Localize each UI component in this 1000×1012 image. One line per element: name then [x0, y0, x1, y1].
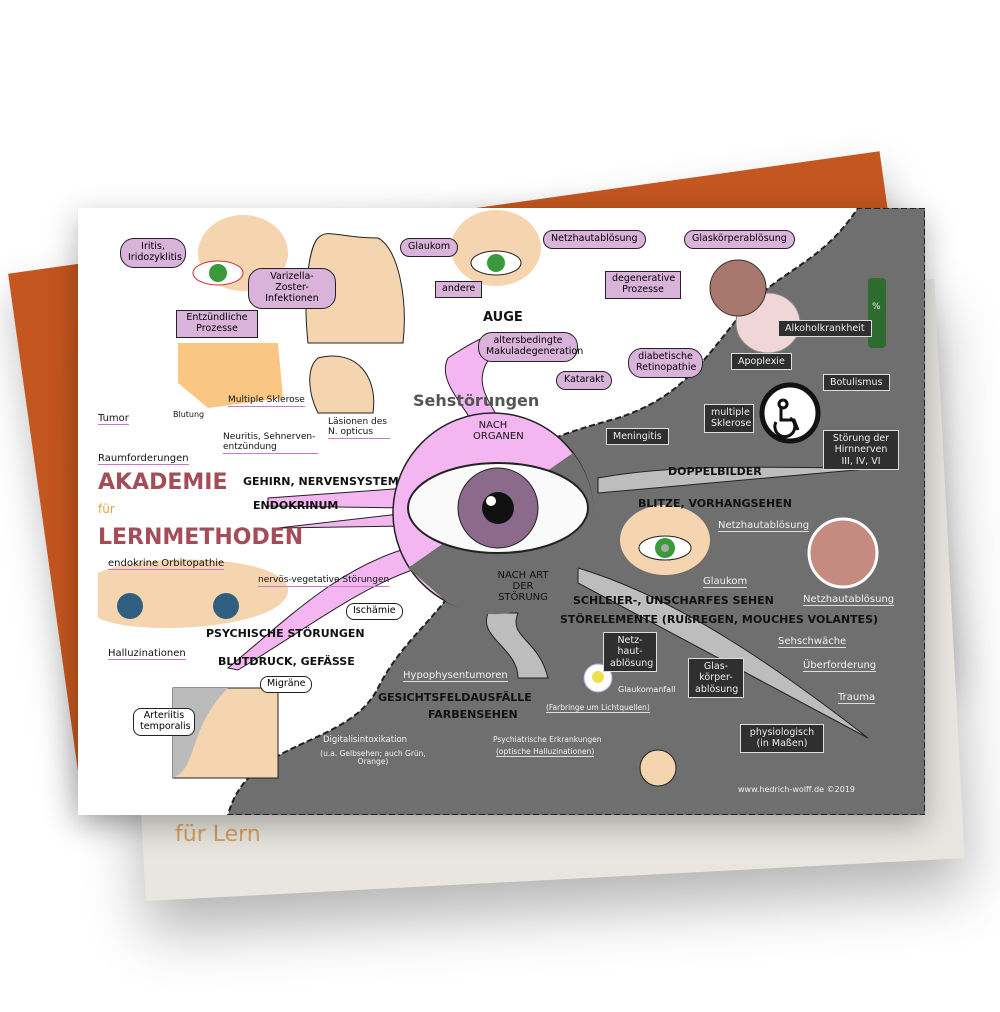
label-farbringe: (Farbringe um Lichtquellen) [546, 703, 650, 714]
label-sehschwaeche: Sehschwäche [778, 636, 847, 648]
label-arteriitis: Arteriitis temporalis [133, 708, 195, 736]
branch-psyche [226, 547, 419, 671]
branch-label-auge: AUGE [483, 310, 523, 325]
branch-label-psyche: PSYCHISCHE STÖRUNGEN [206, 627, 365, 640]
mascot-icon [178, 343, 283, 408]
label-ueberforderung: Überforderung [803, 660, 877, 672]
eyeball-cross-section-icon [807, 517, 879, 589]
label-apoplexie: Apoplexie [731, 353, 792, 371]
label-physiologisch: physiologisch (in Maßen) [740, 724, 824, 753]
dizzy-face-icon [639, 749, 677, 787]
label-degenerative: degenerative Prozesse [605, 271, 681, 299]
label-netzhaut-schleier: Netzhautablösung [803, 594, 895, 606]
label-netzhaut-blitze: Netzhautablösung [718, 520, 810, 532]
branch-label-blut: BLUTDRUCK, GEFÄSSE [218, 655, 355, 668]
label-trauma: Trauma [838, 692, 876, 704]
label-optische: (optische Halluzinationen) [496, 747, 595, 758]
label-botulismus: Botulismus [823, 374, 890, 392]
branch-gesicht [485, 612, 549, 679]
label-hirnnerven: Störung der Hirnnerven III, IV, VI [823, 430, 899, 471]
label-halluzinationen: Halluzinationen [108, 648, 186, 660]
branch-label-farben: FARBENSEHEN [428, 708, 518, 721]
branch-label-blitze: BLITZE, VORHANGSEHEN [638, 497, 792, 510]
label-glaukom-schleier: Glaukom [703, 576, 748, 588]
label-glaskoerper: Glaskörperablösung [684, 230, 795, 249]
label-digitalis: Digitalisintoxikation [323, 735, 408, 745]
label-nervoes: nervös-vegetative Störungen [258, 575, 390, 587]
wheelchair-icon [759, 382, 821, 444]
watermark-line1: AKADEMIE [98, 470, 228, 495]
label-migraene: Migräne [260, 676, 313, 693]
label-multiple-sklerose: multiple Sklerose [704, 404, 754, 433]
label-meningitis: Meningitis [606, 428, 669, 446]
branch-schleier [577, 567, 869, 739]
watermark-line2: LERNMETHODEN [98, 525, 304, 550]
label-orbitopathie: endokrine Orbitopathie [108, 558, 225, 570]
label-laesionen: Läsionen des N. opticus [328, 417, 390, 439]
label-neuritis: Neuritis, Sehnerven-entzündung [223, 432, 318, 454]
branch-label-endokrinum: ENDOKRINUM [253, 499, 339, 512]
bottle-icon [868, 278, 886, 348]
label-alkohol: Alkoholkrankheit [778, 320, 872, 338]
center-bottom-label: NACH ART DER STÖRUNG [497, 570, 549, 603]
label-tumor: Tumor [98, 413, 129, 425]
label-zoster: Varizella-Zoster-Infektionen [248, 268, 336, 309]
label-retinopathie: diabetische Retinopathie [628, 348, 703, 378]
label-netzhaut-stoer: Netz-haut-ablösung [603, 632, 657, 673]
brain-section-icon [309, 355, 375, 414]
label-netzhaut: Netzhautablösung [543, 230, 646, 249]
label-hypophyse: Hypophysentumoren [403, 670, 508, 682]
branch-label-gesicht: GESICHTSFELDAUSFÄLLE [378, 691, 532, 704]
branch-label-schleier: SCHLEIER-, UNSCHARFES SEHEN [573, 594, 774, 607]
center-title: Sehstörungen [413, 391, 540, 410]
label-katarakt: Katarakt [556, 371, 613, 390]
label-ms: Multiple Sklerose [228, 395, 305, 407]
label-iritis: Iritis, Iridozyklitis [120, 238, 186, 268]
branch-label-gehirn: GEHIRN, NERVENSYSTEM [243, 475, 399, 488]
label-andere: andere [435, 281, 483, 298]
watermark-mid: für [98, 502, 115, 516]
eyes-face-icon [98, 559, 289, 628]
label-glaukom: Glaukom [400, 238, 459, 257]
vitreous-eye-icon [709, 259, 767, 317]
label-blutung: Blutung [173, 410, 205, 419]
center-top-label: NACH ORGANEN [473, 420, 524, 442]
label-glaskoerper-stoer: Glas-körper-ablösung [688, 658, 744, 699]
label-gelbsehen: (u.a. Gelbsehen; auch Grün, Orange) [320, 749, 426, 767]
label-ischaemie: Ischämie [346, 603, 403, 620]
label-makula: altersbedingte Makuladegeneration [478, 332, 583, 362]
label-psychiatrische: Psychiatrische Erkrankungen [493, 735, 602, 744]
branch-label-doppel: DOPPELBILDER [668, 465, 762, 478]
credit: www.hedrich-wolff.de ©2019 [738, 785, 855, 794]
branch-label-stoer: STÖRELEMENTE (RUßREGEN, MOUCHES VOLANTES… [560, 613, 879, 626]
mindmap-poster: Sehstörungen NACH ORGANEN NACH ART DER S… [78, 208, 925, 815]
bottle-label: % [872, 302, 881, 312]
label-entzuendliche: Entzündliche Prozesse [176, 310, 258, 338]
label-raumforderungen: Raumforderungen [98, 453, 189, 465]
back-card-text: für Lern [175, 822, 261, 847]
label-glaukomanfall: Glaukomanfall [618, 685, 676, 694]
